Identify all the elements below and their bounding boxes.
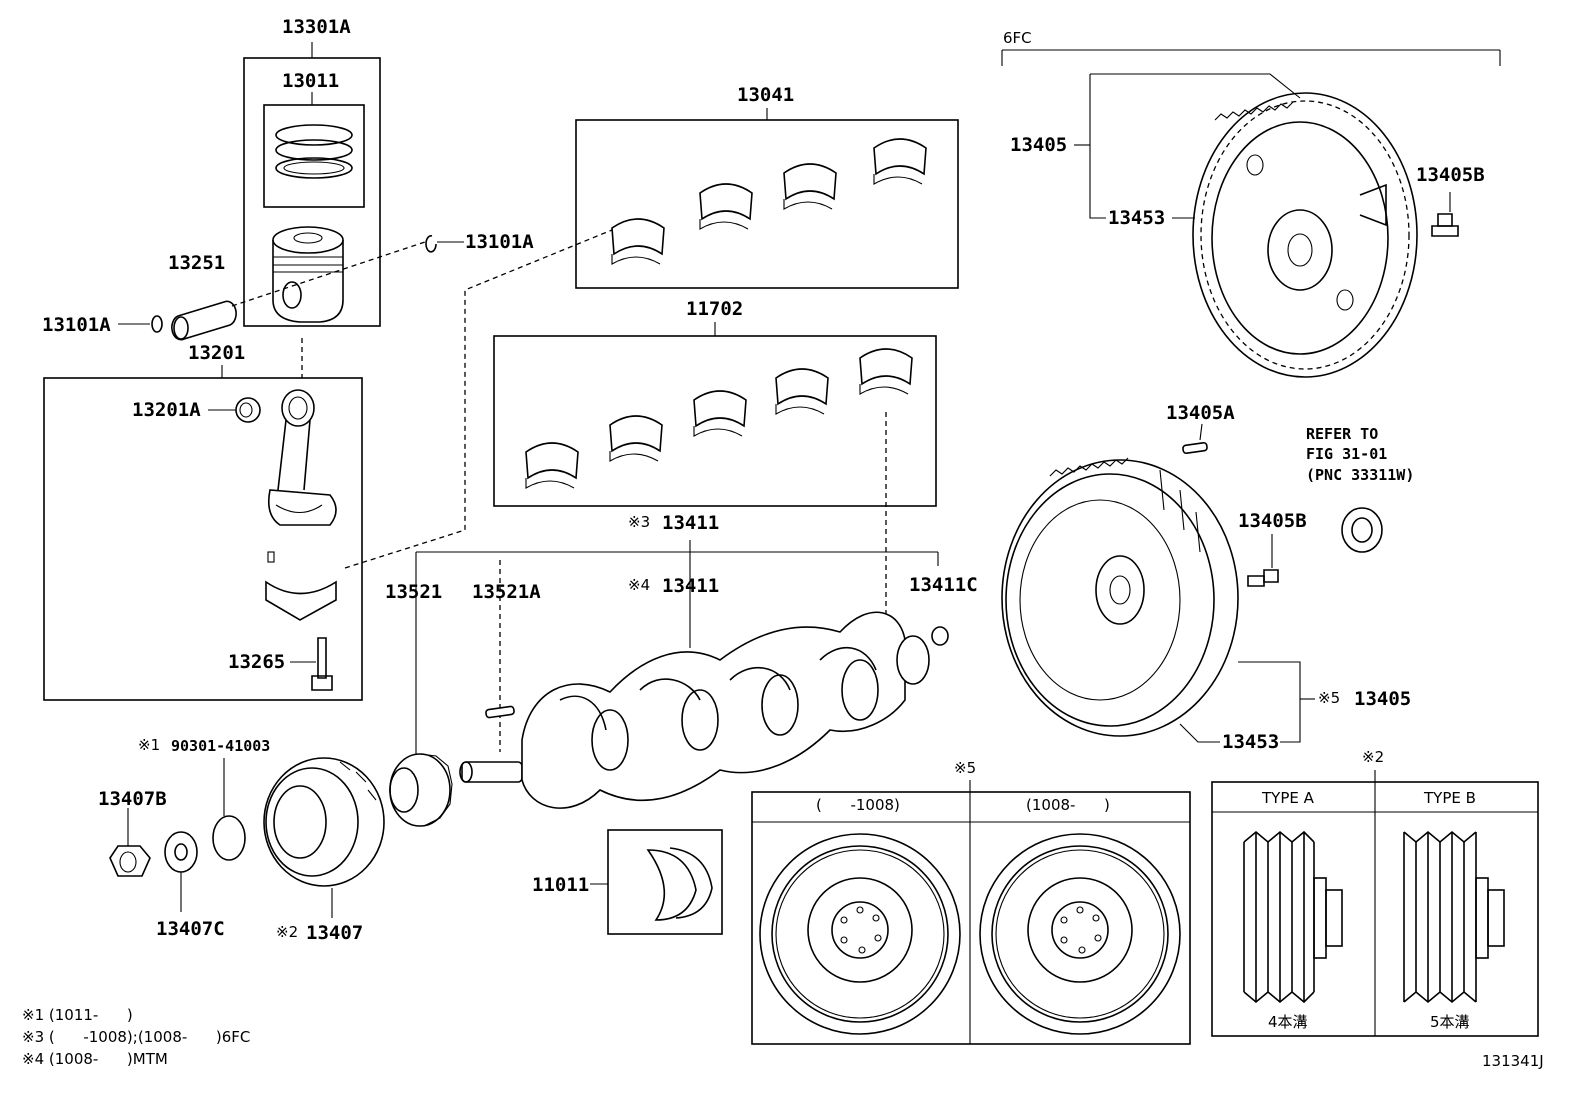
label-13011: 13011 xyxy=(282,70,340,92)
label-11702: 11702 xyxy=(686,298,744,320)
snap-ring-left-icon xyxy=(151,315,163,333)
note-mark-4: ※4 xyxy=(628,576,651,594)
label-13301A: 13301A xyxy=(282,16,351,38)
label-13521A: 13521A xyxy=(472,581,541,603)
group-6fc-label: 6FC xyxy=(1003,29,1032,47)
label-13201A: 13201A xyxy=(132,399,201,421)
label-13453-top: 13453 xyxy=(1108,207,1166,229)
piston-rings xyxy=(275,124,353,179)
refer-line-1: REFER TO xyxy=(1306,425,1379,443)
label-11011: 11011 xyxy=(532,874,590,896)
label-13407: 13407 xyxy=(306,922,364,944)
type-a-caption: 4本溝 xyxy=(1268,1013,1308,1031)
dowel-pin xyxy=(1182,441,1208,455)
note-mark-1: ※1 xyxy=(138,736,161,754)
label-13411-note3: 13411 xyxy=(662,512,720,534)
label-13405-bottom: 13405 xyxy=(1354,688,1412,710)
flywheel-leaders xyxy=(1179,661,1315,743)
label-13251: 13251 xyxy=(168,252,226,274)
label-13411C: 13411C xyxy=(909,574,978,596)
pulley-washer xyxy=(164,831,198,873)
pulley-type-b xyxy=(1403,830,1505,1004)
note-mark-5-flywheel: ※5 xyxy=(1318,689,1341,707)
footnote-4: ※4 (1008- )MTM xyxy=(22,1050,168,1068)
connecting-rod xyxy=(267,389,337,526)
thrust-washers xyxy=(646,847,713,921)
flywheel-variant-right xyxy=(979,833,1181,1035)
drive-plate xyxy=(1192,92,1418,378)
main-bearing-box xyxy=(493,322,937,507)
con-rod-bearings xyxy=(611,138,927,265)
crank-pulley xyxy=(263,757,385,887)
label-13405B-mid: 13405B xyxy=(1238,510,1307,532)
snap-ring-right-icon xyxy=(425,235,437,253)
input-bearing xyxy=(1341,507,1383,553)
group-6fc-bracket xyxy=(1001,49,1501,66)
refer-line-2: FIG 31-01 xyxy=(1306,445,1388,464)
label-13407C: 13407C xyxy=(156,918,225,940)
main-bearings xyxy=(525,348,913,489)
rod-bushing xyxy=(235,397,261,423)
note-mark-2-pulley: ※2 xyxy=(276,923,299,941)
crankshaft-bracket xyxy=(415,540,939,776)
type-b-caption: 5本溝 xyxy=(1430,1013,1470,1031)
label-13405-top: 13405 xyxy=(1010,134,1068,156)
pilot-bearing xyxy=(931,626,949,646)
flywheel-variant-box xyxy=(751,780,1191,1045)
type-a-header: TYPE A xyxy=(1262,789,1314,807)
o-ring xyxy=(212,815,246,861)
rod-bolt xyxy=(311,637,333,691)
label-13041: 13041 xyxy=(737,84,795,106)
piston-pin xyxy=(171,300,237,341)
note-mark-2-box: ※2 xyxy=(1362,748,1385,766)
refer-line-3: (PNC 33311W) xyxy=(1306,465,1415,484)
piston-kit-box xyxy=(243,42,381,327)
label-13405B-top: 13405B xyxy=(1416,164,1485,186)
pulley-nut xyxy=(109,845,151,877)
note-mark-5-box: ※5 xyxy=(954,759,977,777)
label-13521: 13521 xyxy=(385,581,443,603)
variant-header-left: ( -1008) xyxy=(816,796,900,814)
label-13453-bottom: 13453 xyxy=(1222,731,1280,753)
crankshaft-key xyxy=(485,705,515,719)
note-mark-3: ※3 xyxy=(628,513,651,531)
figure-code: 131341J xyxy=(1482,1052,1544,1070)
label-13411-note4: 13411 xyxy=(662,575,720,597)
con-rod-bearing-box xyxy=(575,108,959,289)
crankshaft-gear xyxy=(389,753,453,827)
flywheel-bolt xyxy=(1247,569,1279,587)
label-13201: 13201 xyxy=(188,342,246,364)
label-90301-41003: 90301-41003 xyxy=(171,737,271,755)
piston xyxy=(272,226,344,323)
footnote-1: ※1 (1011- ) xyxy=(22,1006,133,1024)
flywheel-variant-left xyxy=(759,833,961,1035)
pulley-type-box xyxy=(1211,770,1539,1037)
label-13265: 13265 xyxy=(228,651,286,673)
rod-cap xyxy=(265,551,337,621)
label-13101A-right: 13101A xyxy=(465,231,534,253)
footnote-3: ※3 ( -1008);(1008- )6FC xyxy=(22,1028,251,1046)
variant-header-right: (1008- ) xyxy=(1026,796,1110,814)
type-b-header: TYPE B xyxy=(1424,789,1476,807)
drive-plate-leaders xyxy=(1074,73,1301,219)
thrust-washer-box xyxy=(590,829,723,935)
flywheel xyxy=(1001,457,1239,737)
label-13101A-left: 13101A xyxy=(42,314,111,336)
label-13405A: 13405A xyxy=(1166,402,1235,424)
refer-to-note: REFER TO FIG 31-01 (PNC 33311W) xyxy=(1306,424,1414,485)
crankshaft xyxy=(459,611,930,809)
label-13407B: 13407B xyxy=(98,788,167,810)
drive-plate-bolt xyxy=(1431,213,1459,237)
connecting-rod-box xyxy=(43,365,363,701)
pulley-type-a xyxy=(1243,830,1343,1004)
